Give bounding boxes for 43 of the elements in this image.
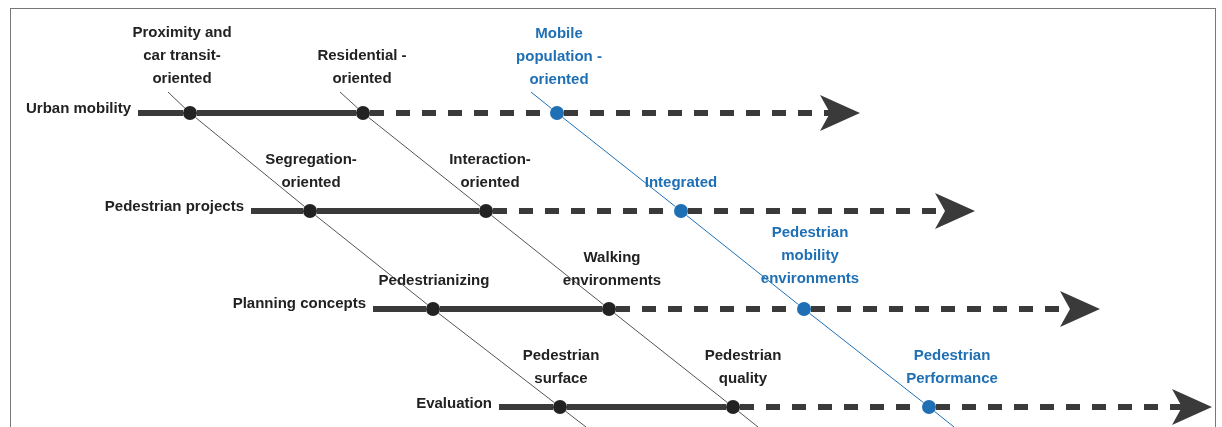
diagonal-line — [530, 91, 553, 110]
timeline-line — [251, 208, 303, 214]
diagonal-line — [368, 116, 482, 208]
dashed-timeline-arrow — [564, 95, 860, 131]
dashed-timeline-arrow — [936, 389, 1212, 425]
milestone-label: Walking environments — [561, 247, 663, 290]
diagonal-line — [438, 312, 555, 404]
milestone-label: Interaction-oriented — [448, 149, 532, 192]
timeline-line — [373, 306, 426, 312]
diagonal-line — [686, 214, 800, 306]
milestone-label: Proximity and car transit-oriented — [131, 22, 233, 88]
dashed-timeline-arrow — [688, 193, 975, 229]
diagonal-line — [194, 116, 306, 208]
row-label: Urban mobility — [26, 98, 131, 118]
diagonal-line — [491, 214, 605, 306]
milestone-label: Integrated — [643, 172, 719, 192]
milestone-label: Pedestrian quality — [703, 345, 783, 388]
milestone-label: Pedestrianizing — [377, 270, 491, 290]
milestone-label: Pedestrian Performance — [905, 345, 999, 388]
dashed-timeline-arrow — [811, 291, 1100, 327]
row-label: Pedestrian projects — [104, 196, 244, 216]
milestone-label: Mobile population - oriented — [515, 23, 603, 89]
timeline-line — [317, 208, 479, 214]
timeline-line — [197, 110, 356, 116]
diagonal-line — [614, 312, 728, 404]
timeline-line — [567, 404, 726, 410]
row-label: Planning concepts — [232, 293, 366, 313]
timeline-line — [440, 306, 602, 312]
diagonal-line — [809, 312, 924, 404]
diagonal-line — [315, 214, 429, 306]
milestone-label: Pedestrian mobility environments — [759, 222, 861, 288]
milestone-label: Residential - oriented — [316, 45, 408, 88]
diagonal-line — [562, 116, 676, 208]
diagonal-line — [933, 410, 955, 427]
diagonal-line — [565, 410, 587, 427]
diagonal-line — [737, 410, 759, 427]
milestone-label: Segregation-oriented — [264, 149, 358, 192]
timeline-line — [138, 110, 183, 116]
milestone-label: Pedestrian surface — [521, 345, 601, 388]
row-label: Evaluation — [416, 393, 492, 413]
diagonal-line — [167, 91, 186, 109]
timeline-line — [499, 404, 553, 410]
diagonal-line — [339, 91, 359, 109]
